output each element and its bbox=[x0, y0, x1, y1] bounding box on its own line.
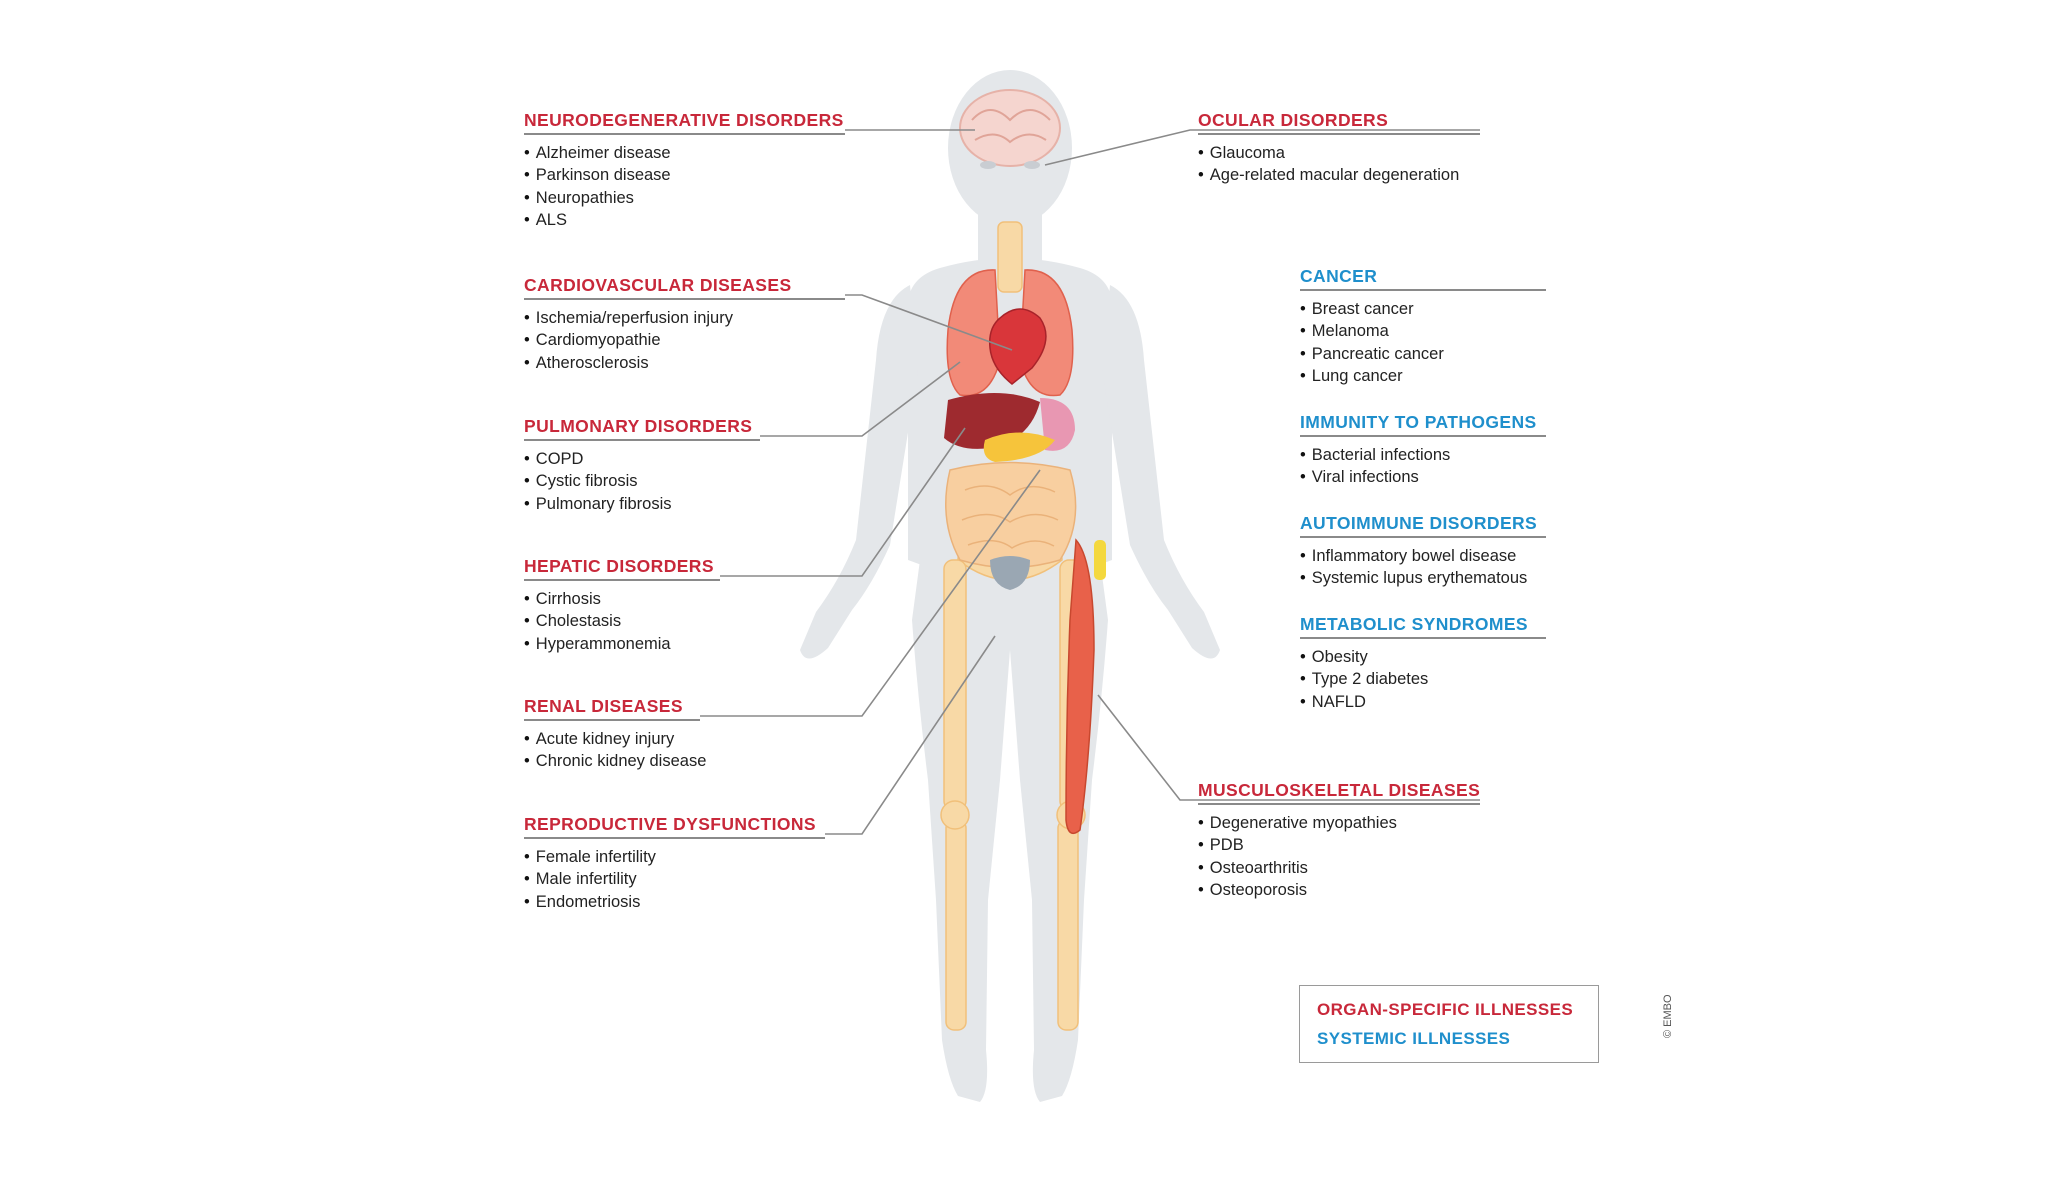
leader-pulmonary bbox=[760, 361, 961, 437]
group-renal: RENAL DISEASES Acute kidney injury Chron… bbox=[524, 696, 706, 773]
list-item: Viral infections bbox=[1300, 466, 1546, 488]
list-item: Pancreatic cancer bbox=[1300, 343, 1546, 365]
group-reproductive: REPRODUCTIVE DYSFUNCTIONS Female inferti… bbox=[524, 814, 825, 913]
list-item: PDB bbox=[1198, 834, 1480, 856]
group-title: CARDIOVASCULAR DISEASES bbox=[524, 275, 845, 300]
group-title: CANCER bbox=[1300, 266, 1546, 291]
legend-organ-specific: ORGAN-SPECIFIC ILLNESSES bbox=[1317, 1000, 1574, 1019]
item-list: Ischemia/reperfusion injury Cardiomyopat… bbox=[524, 307, 845, 374]
brain-organ bbox=[959, 89, 1061, 169]
list-item: COPD bbox=[524, 448, 760, 470]
leader-renal bbox=[700, 469, 1041, 717]
list-item: Type 2 diabetes bbox=[1300, 668, 1546, 690]
group-neurodegenerative: NEURODEGENERATIVE DISORDERS Alzheimer di… bbox=[524, 110, 845, 231]
leader-musculo bbox=[1097, 694, 1480, 801]
list-item: Parkinson disease bbox=[524, 164, 845, 186]
item-list: Alzheimer disease Parkinson disease Neur… bbox=[524, 142, 845, 231]
list-item: Acute kidney injury bbox=[524, 728, 706, 750]
list-item: Cirrhosis bbox=[524, 588, 720, 610]
reproductive-organ bbox=[990, 556, 1030, 590]
legend-box: ORGAN-SPECIFIC ILLNESSES SYSTEMIC ILLNES… bbox=[1299, 985, 1599, 1063]
group-autoimmune: AUTOIMMUNE DISORDERS Inflammatory bowel … bbox=[1300, 513, 1546, 590]
list-item: Cystic fibrosis bbox=[524, 470, 760, 492]
list-item: Lung cancer bbox=[1300, 365, 1546, 387]
group-title: RENAL DISEASES bbox=[524, 696, 700, 721]
group-musculoskeletal: MUSCULOSKELETAL DISEASES Degenerative my… bbox=[1198, 780, 1480, 901]
list-item: Osteoporosis bbox=[1198, 879, 1480, 901]
list-item: Alzheimer disease bbox=[524, 142, 845, 164]
group-title: OCULAR DISORDERS bbox=[1198, 110, 1480, 135]
item-list: COPD Cystic fibrosis Pulmonary fibrosis bbox=[524, 448, 760, 515]
item-list: Degenerative myopathies PDB Osteoarthrit… bbox=[1198, 812, 1480, 901]
leader-cardio bbox=[845, 294, 1013, 351]
list-item: Endometriosis bbox=[524, 891, 825, 913]
list-item: Ischemia/reperfusion injury bbox=[524, 307, 845, 329]
list-item: Degenerative myopathies bbox=[1198, 812, 1480, 834]
group-cardiovascular: CARDIOVASCULAR DISEASES Ischemia/reperfu… bbox=[524, 275, 845, 374]
list-item: Male infertility bbox=[524, 868, 825, 890]
group-title: METABOLIC SYNDROMES bbox=[1300, 614, 1546, 639]
list-item: Atherosclerosis bbox=[524, 352, 845, 374]
list-item: NAFLD bbox=[1300, 691, 1546, 713]
intestines-organ bbox=[945, 461, 1077, 569]
list-item: Osteoarthritis bbox=[1198, 857, 1480, 879]
list-item: Age-related macular degeneration bbox=[1198, 164, 1480, 186]
list-item: Pulmonary fibrosis bbox=[524, 493, 760, 515]
list-item: Obesity bbox=[1300, 646, 1546, 668]
group-cancer: CANCER Breast cancer Melanoma Pancreatic… bbox=[1300, 266, 1546, 387]
thigh-muscle bbox=[1065, 538, 1106, 835]
heart-organ bbox=[988, 308, 1047, 385]
item-list: Female infertility Male infertility Endo… bbox=[524, 846, 825, 913]
item-list: Bacterial infections Viral infections bbox=[1300, 444, 1546, 489]
legend-systemic: SYSTEMIC ILLNESSES bbox=[1317, 1029, 1511, 1048]
group-title: MUSCULOSKELETAL DISEASES bbox=[1198, 780, 1480, 805]
group-immunity: IMMUNITY TO PATHOGENS Bacterial infectio… bbox=[1300, 412, 1546, 489]
item-list: Acute kidney injury Chronic kidney disea… bbox=[524, 728, 707, 773]
item-list: Cirrhosis Cholestasis Hyperammonemia bbox=[524, 588, 720, 655]
copyright-label: © EMBO bbox=[1662, 994, 1674, 1038]
group-title: REPRODUCTIVE DYSFUNCTIONS bbox=[524, 814, 825, 839]
leader-hepatic bbox=[720, 427, 966, 577]
list-item: ALS bbox=[524, 209, 845, 231]
list-item: Systemic lupus erythematous bbox=[1300, 567, 1546, 589]
group-title: IMMUNITY TO PATHOGENS bbox=[1300, 412, 1546, 437]
item-list: Obesity Type 2 diabetes NAFLD bbox=[1300, 646, 1546, 713]
leader-ocular bbox=[1044, 129, 1480, 166]
leader-reproductive bbox=[825, 635, 996, 835]
leader-lines bbox=[700, 129, 1480, 835]
item-list: Inflammatory bowel disease Systemic lupu… bbox=[1300, 545, 1546, 590]
list-item: Glaucoma bbox=[1198, 142, 1480, 164]
item-list: Glaucoma Age-related macular degeneratio… bbox=[1198, 142, 1480, 187]
group-title: PULMONARY DISORDERS bbox=[524, 416, 760, 441]
list-item: Neuropathies bbox=[524, 187, 845, 209]
list-item: Inflammatory bowel disease bbox=[1300, 545, 1546, 567]
list-item: Cholestasis bbox=[524, 610, 720, 632]
pancreas-organ bbox=[983, 432, 1055, 462]
list-item: Bacterial infections bbox=[1300, 444, 1546, 466]
list-item: Female infertility bbox=[524, 846, 825, 868]
group-pulmonary: PULMONARY DISORDERS COPD Cystic fibrosis… bbox=[524, 416, 760, 515]
item-list: Breast cancer Melanoma Pancreatic cancer… bbox=[1300, 298, 1546, 387]
list-item: Breast cancer bbox=[1300, 298, 1546, 320]
list-item: Melanoma bbox=[1300, 320, 1546, 342]
list-item: Hyperammonemia bbox=[524, 633, 720, 655]
group-ocular: OCULAR DISORDERS Glaucoma Age-related ma… bbox=[1198, 110, 1480, 187]
group-title: NEURODEGENERATIVE DISORDERS bbox=[524, 110, 845, 135]
group-hepatic: HEPATIC DISORDERS Cirrhosis Cholestasis … bbox=[524, 556, 720, 655]
group-title: AUTOIMMUNE DISORDERS bbox=[1300, 513, 1546, 538]
group-title: HEPATIC DISORDERS bbox=[524, 556, 720, 581]
list-item: Cardiomyopathie bbox=[524, 329, 845, 351]
group-metabolic: METABOLIC SYNDROMES Obesity Type 2 diabe… bbox=[1300, 614, 1546, 713]
list-item: Chronic kidney disease bbox=[524, 750, 707, 772]
